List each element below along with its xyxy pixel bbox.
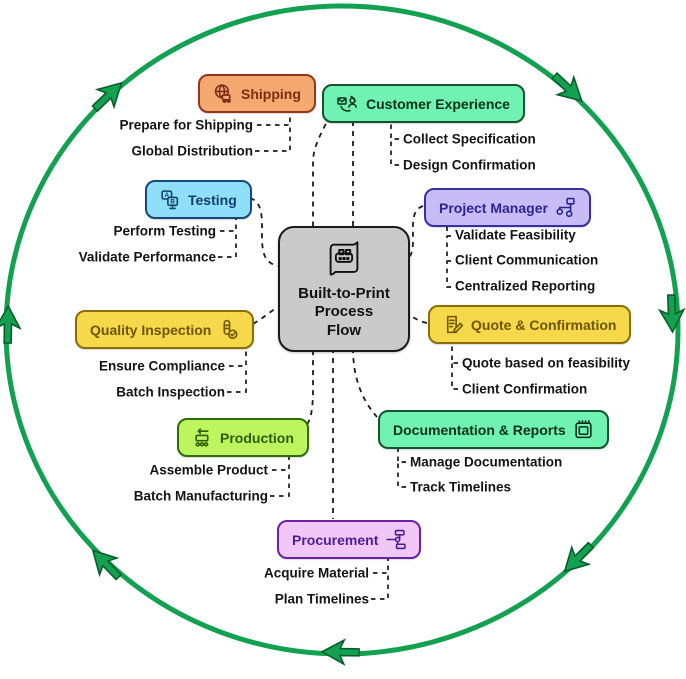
test-tube-check-icon (223, 319, 238, 340)
item-assemble-product: Assemble Product (149, 462, 268, 478)
node-quote-confirmation: Quote & Confirmation (428, 305, 632, 344)
document-pen-icon (446, 315, 464, 334)
center-node: Built-to-Print Process Flow (278, 226, 410, 352)
node-label: Documentation & Reports (393, 421, 566, 438)
ab-test-screens-icon: A B (161, 190, 179, 210)
cycle-arrow-left (0, 304, 22, 345)
item-validate-performance: Validate Performance (78, 249, 216, 265)
item-plan-timelines: Plan Timelines (274, 591, 369, 607)
node-label: Testing (188, 191, 237, 208)
item-collect-specification: Collect Specification (403, 131, 536, 147)
item-validate-feasibility: Validate Feasibility (455, 227, 576, 243)
item-perform-testing: Perform Testing (113, 223, 216, 239)
node-production: Production (177, 418, 309, 457)
item-design-confirmation: Design Confirmation (403, 157, 536, 173)
node-label: Quality Inspection (90, 321, 212, 338)
item-global-distribution: Global Distribution (131, 143, 254, 159)
item-client-confirmation: Client Confirmation (462, 381, 588, 397)
item-manage-documentation: Manage Documentation (410, 454, 563, 470)
item-links (218, 112, 458, 600)
item-centralized-reporting: Centralized Reporting (455, 278, 596, 294)
org-chart-icon (556, 197, 575, 218)
item-quote-based-on-feasibility: Quote based on feasibility (462, 355, 631, 371)
mail-person-sync-icon (337, 95, 357, 112)
item-acquire-material: Acquire Material (263, 565, 369, 581)
node-label: Procurement (292, 531, 379, 548)
spiral-notebook-icon (575, 420, 592, 439)
node-procurement: Procurement (277, 520, 422, 559)
item-track-timelines: Track Timelines (410, 479, 512, 495)
node-label: Production (220, 429, 294, 446)
item-client-communication: Client Communication (455, 252, 599, 268)
node-label: Shipping (241, 85, 301, 102)
flowchart-icon (386, 529, 407, 550)
node-label: Quote & Confirmation (471, 316, 617, 333)
item-prepare-for-shipping: Prepare for Shipping (119, 117, 253, 133)
svg-text:B: B (170, 198, 175, 205)
cycle-arrow-bottom (320, 638, 361, 666)
node-customer-experience: Customer Experience (322, 84, 525, 123)
print-document-icon (329, 241, 359, 276)
node-label: Customer Experience (366, 95, 510, 112)
item-ensure-compliance: Ensure Compliance (98, 358, 225, 374)
conveyor-icon (195, 428, 209, 447)
cycle-arrow-right (658, 293, 686, 334)
node-project-manager: Project Manager (424, 188, 591, 227)
svg-text:A: A (165, 192, 170, 199)
node-documentation-reports: Documentation & Reports (378, 410, 609, 449)
node-shipping: Shipping (198, 74, 316, 113)
node-quality-inspection: Quality Inspection (75, 310, 255, 349)
item-batch-manufacturing: Batch Manufacturing (133, 488, 268, 504)
node-label: Project Manager (439, 199, 548, 216)
center-title: Built-to-Print Process Flow (298, 285, 390, 339)
item-batch-inspection: Batch Inspection (116, 384, 225, 400)
globe-truck-icon (214, 84, 231, 103)
node-testing: A B Testing (145, 180, 252, 219)
